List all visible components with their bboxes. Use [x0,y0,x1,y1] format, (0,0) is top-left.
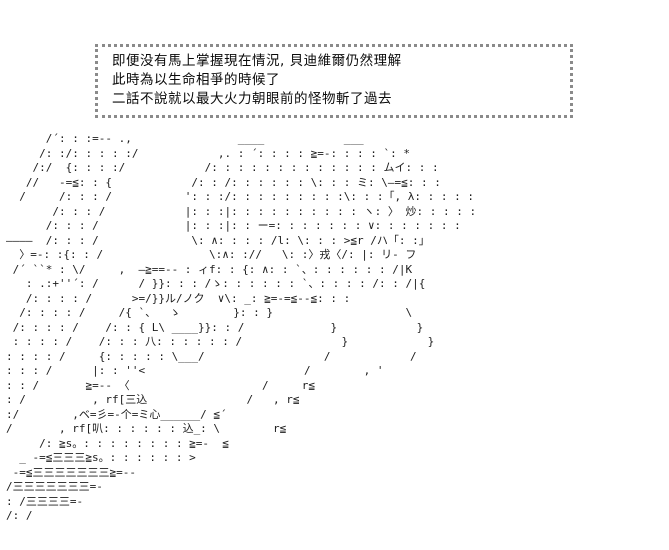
narration-line-3: 二話不說就以最大火力朝眼前的怪物斬了過去 [112,91,392,107]
ascii-art: /´: : :=‐- ., ____ ___ /: :/: : : : :/ ,… [6,132,477,522]
narration-box: 即便没有馬上掌握現在情況, 貝迪維爾仍然理解 此時為以生命相爭的時候了 二話不說… [95,44,573,118]
narration-line-2: 此時為以生命相爭的時候了 [112,72,280,88]
narration-line-1: 即便没有馬上掌握現在情況, 貝迪維爾仍然理解 [112,53,402,69]
